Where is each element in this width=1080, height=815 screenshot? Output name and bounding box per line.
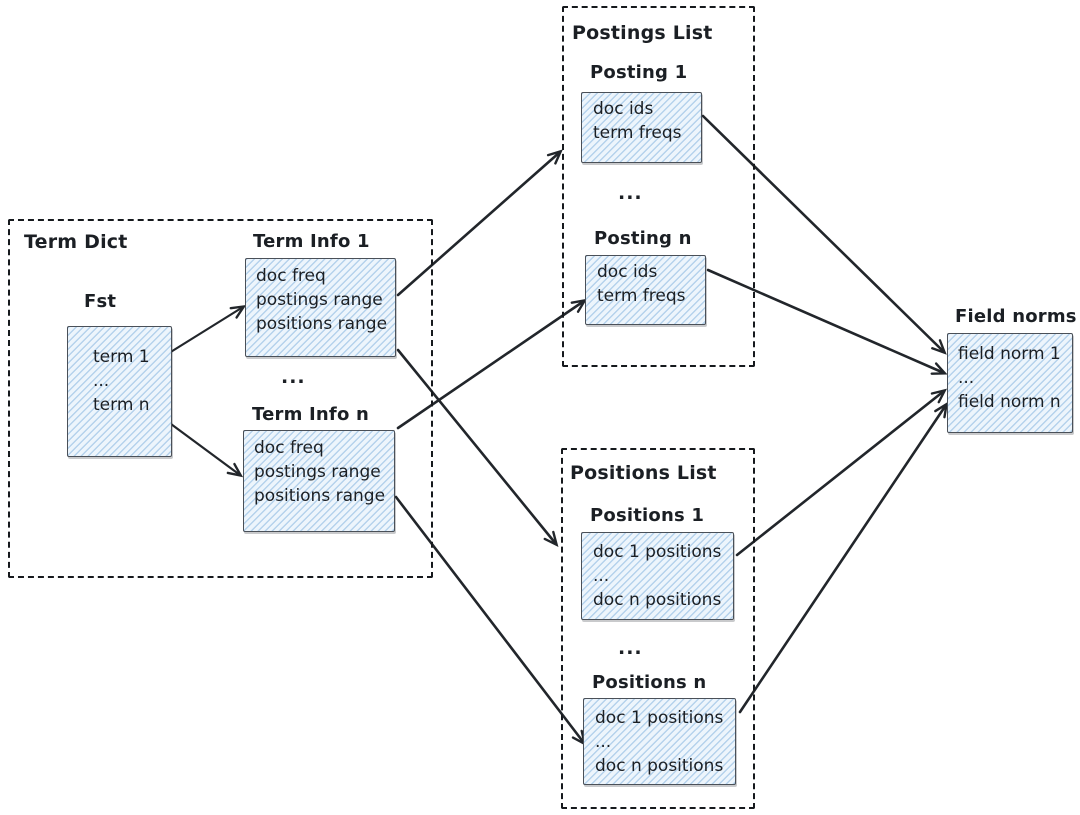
fst-row: ...	[93, 371, 110, 391]
term-info-n-label: Term Info n	[252, 404, 369, 425]
postings-list-container	[562, 6, 755, 367]
positions-row: doc n positions	[595, 756, 724, 776]
arrow-positions1-to-fieldnorms	[735, 388, 948, 557]
positions-n-box: doc 1 positions ... doc n positions	[583, 698, 736, 785]
term-info-n-box: doc freq postings range positions range	[243, 430, 395, 532]
term-info-row: postings range	[256, 290, 383, 310]
positions-row: ...	[593, 566, 610, 586]
fst-row: term n	[93, 395, 150, 415]
term-info-row: postings range	[254, 462, 381, 482]
term-info-row: doc freq	[256, 266, 326, 286]
positions-row: doc 1 positions	[595, 708, 724, 728]
posting-1-label: Posting 1	[590, 62, 688, 83]
posting-1-box: doc ids term freqs	[581, 92, 702, 163]
postings-list-title: Postings List	[572, 22, 713, 44]
field-norms-row: field norm n	[958, 392, 1061, 412]
arrow-positionsn-to-fieldnorms	[738, 401, 949, 714]
posting-row: term freqs	[597, 286, 686, 306]
positions-list-container	[561, 448, 755, 809]
posting-n-box: doc ids term freqs	[585, 255, 706, 325]
field-norms-label: Field norms	[955, 306, 1077, 327]
term-dict-title: Term Dict	[24, 231, 128, 253]
term-dict-container	[8, 219, 433, 578]
posting-row: term freqs	[593, 123, 682, 143]
term-info-row: doc freq	[254, 438, 324, 458]
term-info-row: positions range	[254, 486, 386, 506]
positions-row: ...	[595, 732, 612, 752]
postings-ellipsis: ...	[618, 182, 643, 204]
positions-row: doc 1 positions	[593, 542, 722, 562]
positions-1-box: doc 1 positions ... doc n positions	[581, 532, 734, 620]
term-info-1-box: doc freq postings range positions range	[245, 258, 396, 357]
positions-list-title: Positions List	[570, 462, 717, 484]
field-norms-box: field norm 1 ... field norm n	[947, 333, 1073, 433]
term-info-row: positions range	[256, 314, 388, 334]
field-norms-row: ...	[958, 368, 975, 388]
fst-row: term 1	[93, 347, 150, 367]
term-info-1-label: Term Info 1	[253, 231, 370, 252]
posting-row: doc ids	[593, 99, 654, 119]
positions-row: doc n positions	[593, 590, 722, 610]
posting-row: doc ids	[597, 262, 658, 282]
field-norms-row: field norm 1	[958, 344, 1061, 364]
term-info-ellipsis: ...	[281, 366, 306, 388]
positions-n-label: Positions n	[592, 672, 707, 693]
positions-ellipsis: ...	[618, 637, 643, 659]
positions-1-label: Positions 1	[590, 505, 705, 526]
fst-box: term 1 ... term n	[67, 326, 172, 457]
fst-label: Fst	[84, 291, 117, 312]
posting-n-label: Posting n	[594, 228, 692, 249]
